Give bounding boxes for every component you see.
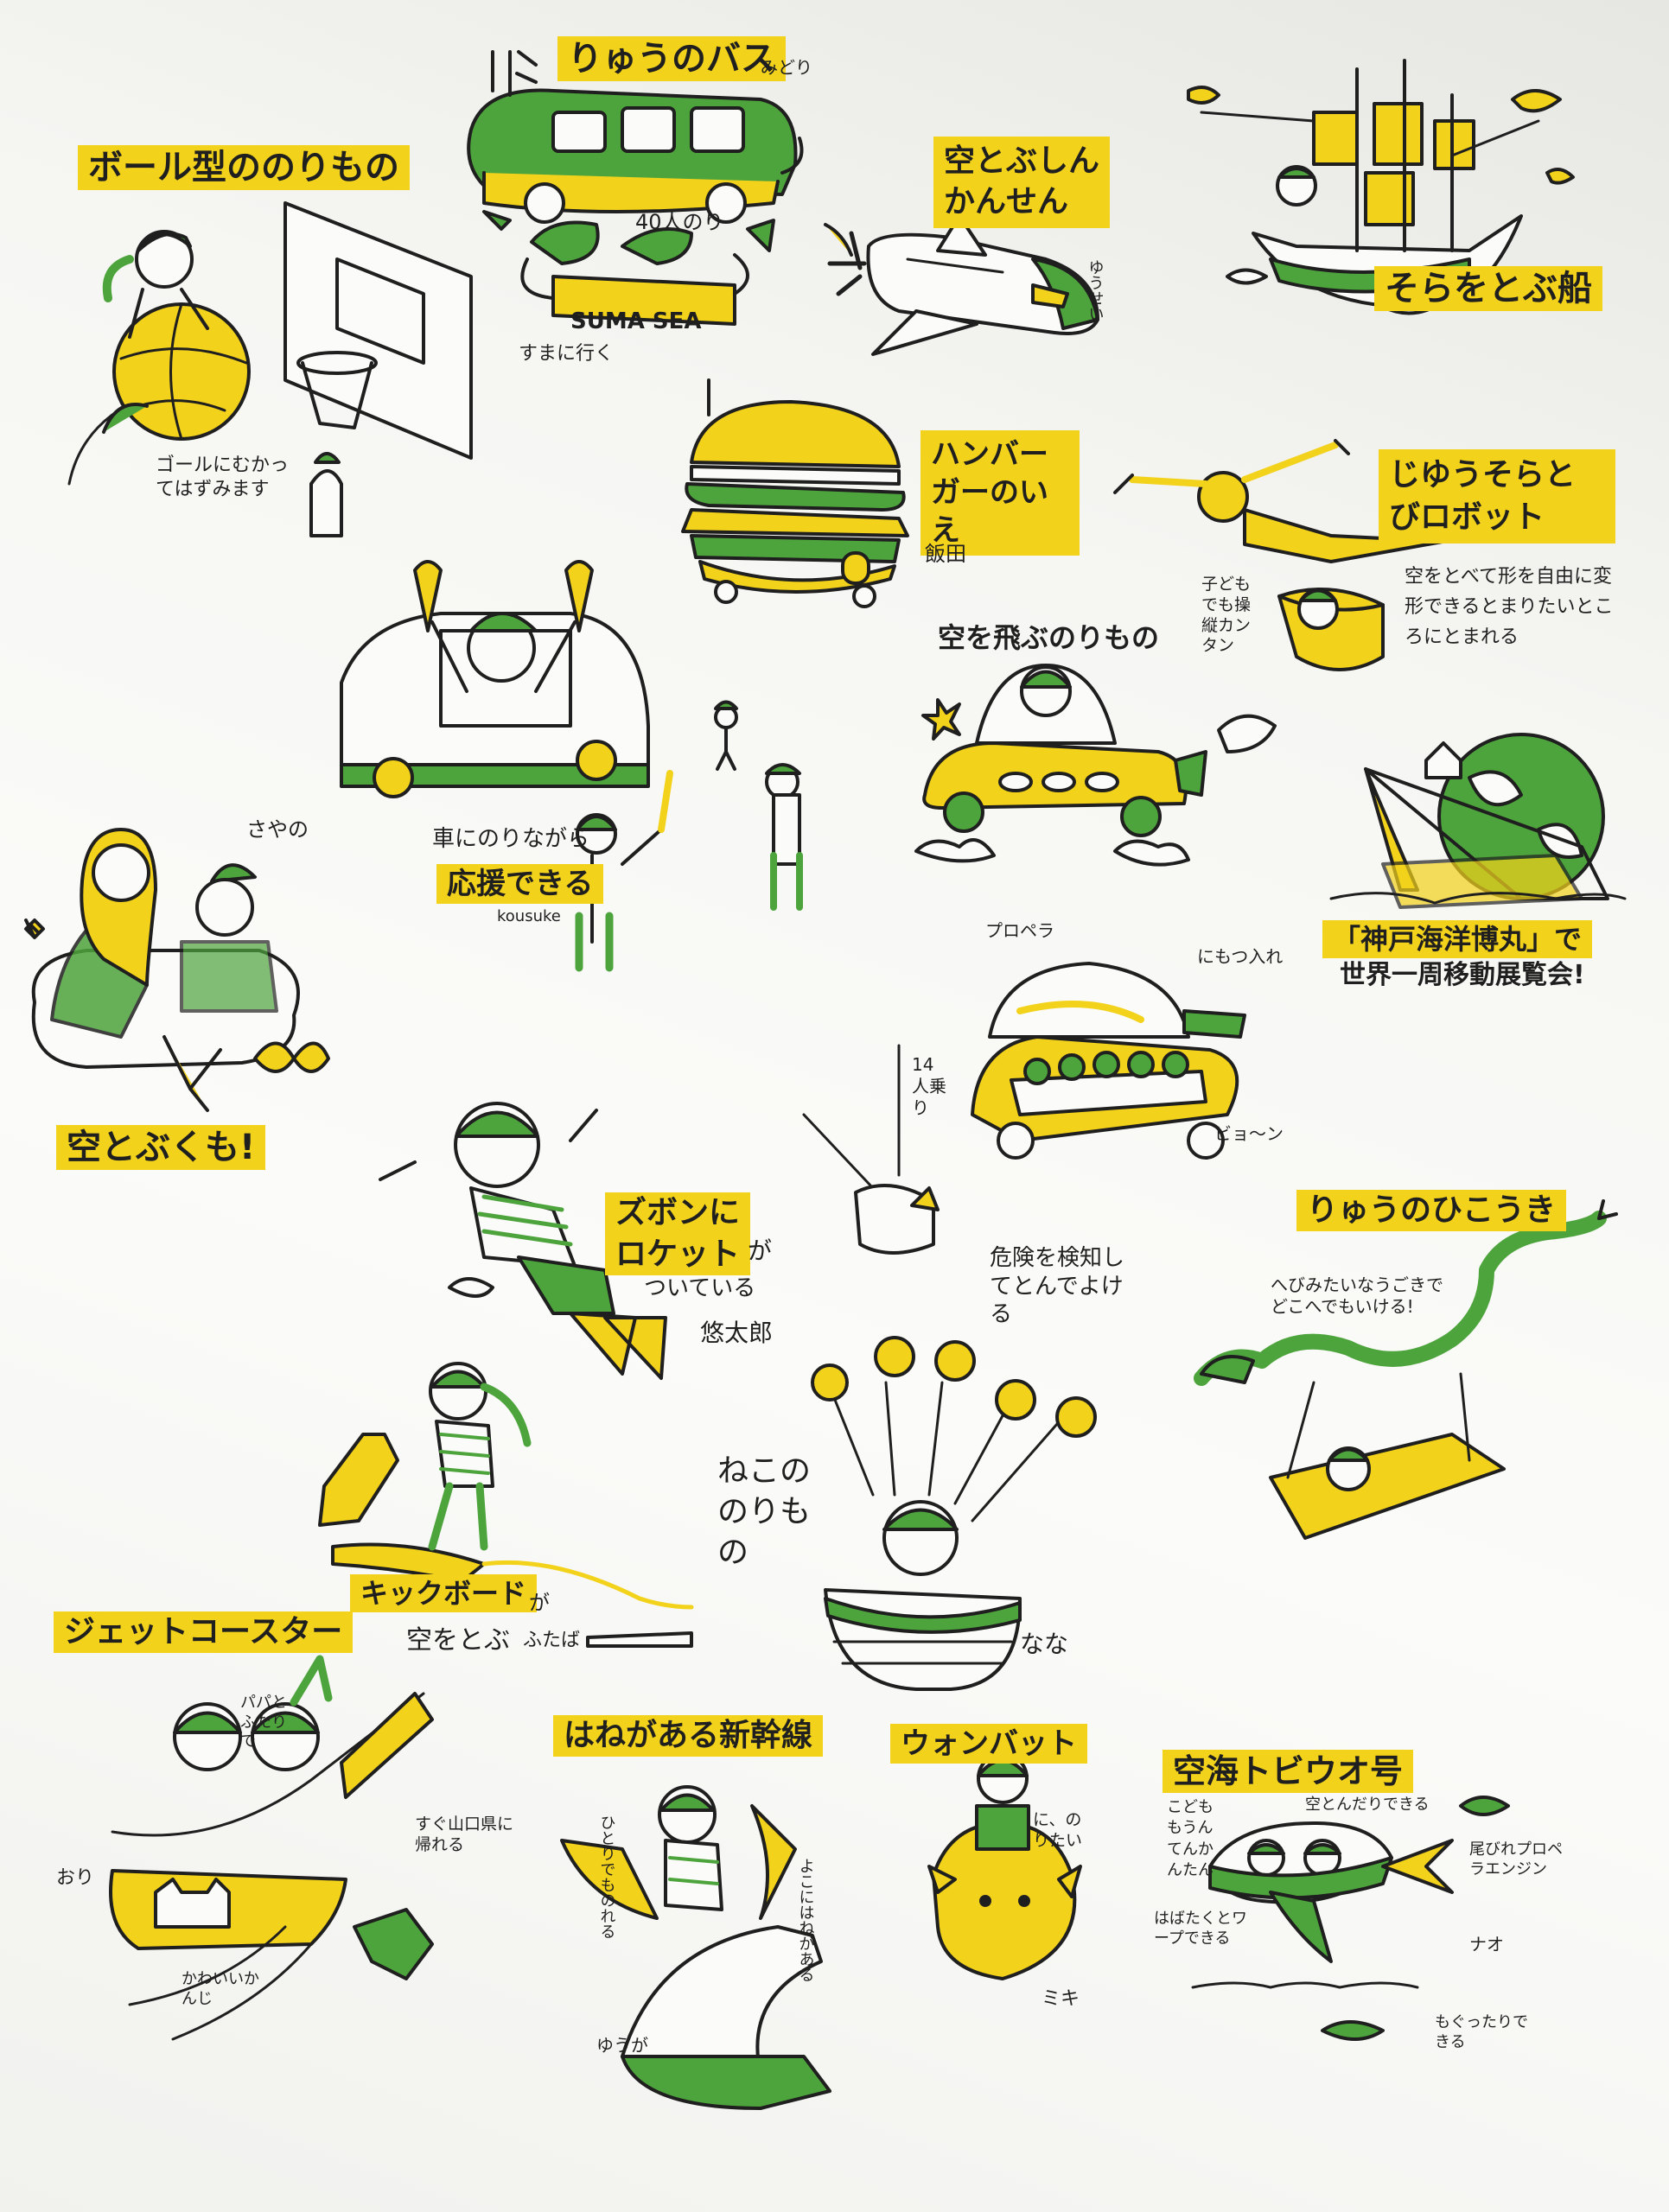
byon-note: ビョ〜ン [1214,1123,1284,1144]
obire-note: 尾びれプロペラエンジン [1469,1840,1563,1878]
kawaii-note: かわいいかんじ [182,1970,259,2008]
cat-basket-drawing [811,1336,1097,1691]
yuutarou-note: 悠太郎 [700,1319,774,1347]
nana-note: なな [1020,1630,1069,1658]
suma-iku-note: すまに行く [519,343,615,365]
yuuga-note: ゆうが [596,2035,648,2056]
nao-note: ナオ [1469,1934,1504,1955]
midori-note: みどり [761,57,812,78]
kickboard-title: キックボード [350,1574,538,1612]
flying-vehicle-drawing [914,664,1277,867]
tsuiteiru-note: ついている [644,1275,756,1301]
hamburger-title: ハンバーガーのいえ [920,430,1080,556]
ryu-hikouki-title: りゅうのひこうき [1296,1190,1567,1231]
hitori-note: ひとりでものれる [597,1815,616,1939]
bus-cat-drawing [802,962,1246,1255]
dragon-plane-drawing [1194,1199,1618,1540]
sayano-note: さやの [246,817,309,842]
kodomo-note: 子どもでも操縦カンタン [1201,575,1252,656]
kickboard-drawing [318,1362,694,1648]
miki-note: ミキ [1042,1988,1080,2010]
yoko-note: よこにはねがある [796,1858,815,1982]
sora-shinkansen-title: 空とぶしんかんせん [933,137,1110,228]
nimotsu-note: にもつ入れ [1197,946,1284,967]
habataku-note: はばたくとワープできる [1154,1910,1247,1948]
rocket-boy-drawing [379,1102,667,1380]
papa-note: パパとふたりで [240,1694,287,1751]
cheer-car-drawing [340,560,650,798]
sumasea-note: SUMA SEA [570,308,702,334]
flying-ship-drawing [1187,59,1575,315]
robot-drawing [1113,439,1462,671]
neko-note: ねこののりもの [717,1453,812,1570]
kobe-title: 「神戸海洋博丸」で [1322,920,1593,958]
ori-note: おり [56,1867,95,1889]
sekai-note: 世界一周移動展覧会! [1340,960,1585,990]
goal-note: ゴールにむかってはずみます [156,454,290,500]
wombat-noritai-note: に、のりたい [1033,1810,1083,1850]
flying-shinkansen-drawing [824,214,1099,356]
sorawotobu-note: 空をとぶ [406,1625,510,1656]
baseball-drawing [575,700,803,972]
roller-coaster-drawing [109,1655,434,2041]
ball-title: ボール型ののりもの [78,145,410,190]
iida-note: 飯田 [925,542,966,566]
juuyon-note: 14人乗り [912,1054,946,1118]
yamaguchi-note: すぐ山口県に帰れる [415,1815,514,1854]
robot-title: じゆうそらとびロボット [1379,449,1615,544]
hamburger-house-drawing [681,378,909,608]
yonjuu-note: 40人のり [635,210,724,234]
propeller-note: プロペラ [985,920,1054,941]
zubon-title: ズボンに [605,1192,751,1234]
yuusei-note: ゆうせい [1086,259,1105,321]
winged-shinkansen-drawing [560,1785,831,2110]
flying-fish-ship-drawing [1191,1796,1510,2041]
jet-title: ジェットコースター [54,1611,354,1653]
dragon-bus-drawing [467,50,804,326]
sora-norimono-title: 空を飛ぶのりもの [938,621,1160,654]
ball-vehicle-drawing [67,201,473,537]
hebi-note: へびみたいなうごきでどこへでもいける! [1271,1274,1443,1317]
kuruma-note: 車にのりながら [432,826,590,852]
kousuke-note: kousuke [497,907,561,925]
ga1-note: が [748,1236,773,1265]
ga2-note: が [529,1591,550,1615]
futaba-note: ふたば [523,1630,581,1651]
cloud-girls-drawing [24,828,330,1112]
robot-desc-note: 空をとべて形を自由に変形できるとまりたいところにとまれる [1405,566,1614,649]
moguttari-note: もぐったりできる [1435,2013,1528,2051]
wombat-drawing [927,1752,1082,1980]
hane-title: はねがある新幹線 [553,1715,824,1757]
sora-fune-title: そらをとぶ船 [1374,266,1602,311]
sora-tonde-note: 空とんだりできる [1305,1796,1430,1814]
kiken-note: 危険を検知してとんでよける [990,1245,1125,1327]
ouen-title: 応援できる [436,864,604,904]
toviou-title: 空海トビウオ号 [1163,1750,1414,1793]
ryu-bus-title: りゅうのバス [557,36,786,81]
kodomo-unten-note: こどももうんてんかんたん [1167,1798,1214,1879]
rocket-title: ロケット [605,1234,751,1275]
kumo-title: 空とぶくも! [56,1125,266,1170]
kobe-ship-drawing [1329,733,1627,909]
wombat-title: ウォンバット [890,1724,1087,1764]
